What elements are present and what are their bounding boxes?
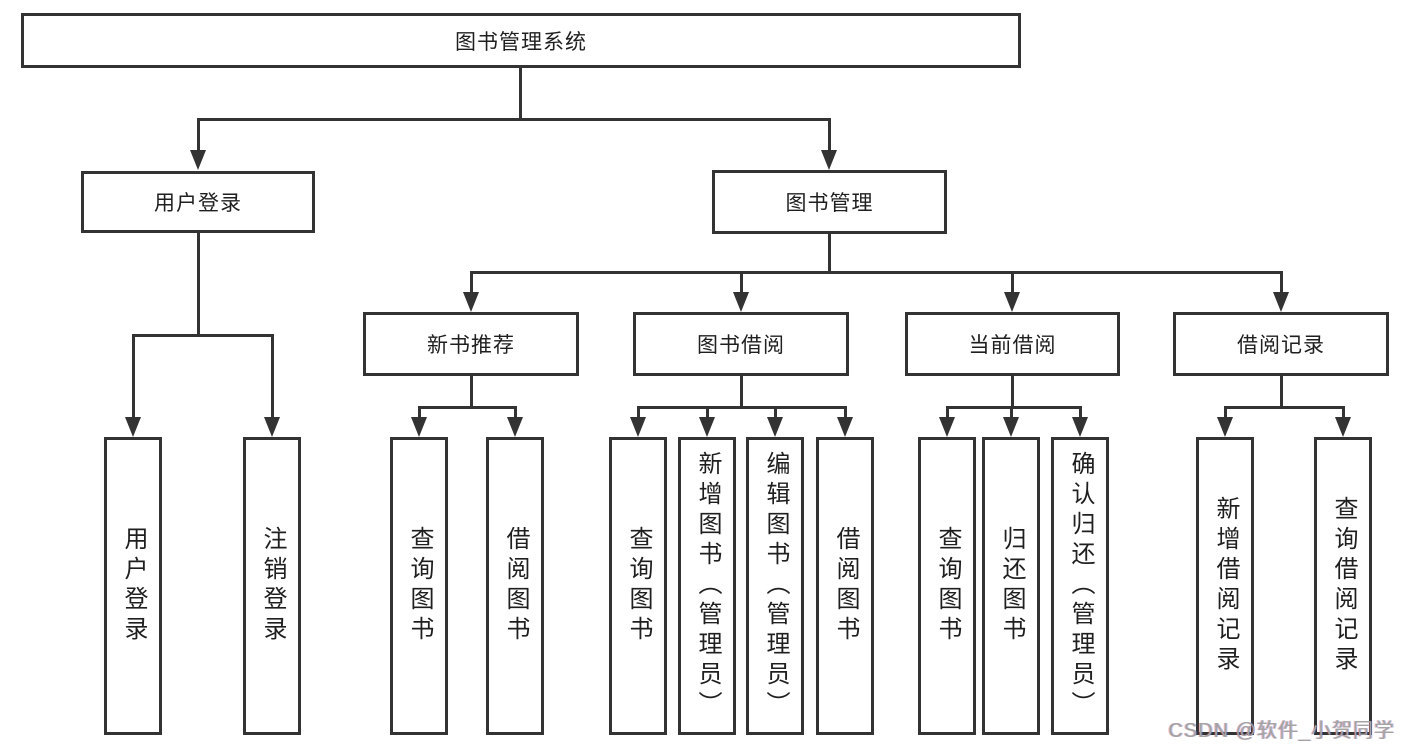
node-root-label: 图书管理系统 (455, 30, 587, 54)
arrow-down-icon (463, 292, 479, 312)
connector-line (470, 271, 1282, 274)
connector-line (197, 118, 200, 152)
leaf-borrow-books-recommend: 借阅图书 (486, 437, 544, 735)
leaf-edit-books-admin: 编辑图书（管理员） (746, 437, 804, 735)
connector-line (1280, 271, 1283, 293)
connector-line (1224, 406, 1227, 418)
connector-line (706, 406, 709, 418)
connector-line (946, 406, 1081, 409)
arrow-down-icon (733, 292, 749, 312)
leaf-confirm-return-admin-label: 确认归还（管理员） (1067, 451, 1094, 721)
leaf-query-books-borrow: 查询图书 (609, 437, 667, 735)
connector-line (271, 334, 274, 418)
node-new-book-recommend: 新书推荐 (363, 312, 579, 376)
node-book-management: 图书管理 (712, 170, 947, 234)
connector-line (946, 406, 949, 418)
leaf-add-books-admin: 新增图书（管理员） (678, 437, 736, 735)
connector-line (828, 234, 831, 273)
leaf-query-books-recommend: 查询图书 (390, 437, 448, 735)
arrow-down-icon (767, 417, 783, 437)
arrow-down-icon (630, 417, 646, 437)
arrow-down-icon (1217, 417, 1233, 437)
arrow-down-icon (1335, 417, 1351, 437)
arrow-down-icon (125, 417, 141, 437)
leaf-query-books-current-label: 查询图书 (934, 526, 961, 646)
leaf-user-login: 用户登录 (104, 437, 162, 735)
connector-line (197, 233, 200, 336)
leaf-add-borrow-record: 新增借阅记录 (1196, 437, 1254, 735)
arrow-down-icon (1072, 417, 1088, 437)
arrow-down-icon (821, 150, 837, 170)
arrow-down-icon (264, 417, 280, 437)
connector-line (418, 406, 516, 409)
connector-line (470, 376, 473, 408)
node-new-book-recommend-label: 新书推荐 (427, 334, 515, 357)
arrow-down-icon (1004, 292, 1020, 312)
arrow-down-icon (411, 417, 427, 437)
arrow-down-icon (837, 417, 853, 437)
connector-line (774, 406, 777, 418)
leaf-logout-label: 注销登录 (259, 526, 286, 646)
arrow-down-icon (507, 417, 523, 437)
arrow-down-icon (190, 150, 206, 170)
leaf-query-books-current: 查询图书 (918, 437, 976, 735)
leaf-add-borrow-record-label: 新增借阅记录 (1212, 496, 1239, 676)
leaf-borrow-books-label: 借阅图书 (832, 526, 859, 646)
connector-line (844, 406, 847, 418)
connector-line (418, 406, 421, 418)
leaf-query-books-recommend-label: 查询图书 (406, 526, 433, 646)
leaf-query-borrow-record-label: 查询借阅记录 (1330, 496, 1357, 676)
leaf-query-books-borrow-label: 查询图书 (625, 526, 652, 646)
node-user-login: 用户登录 (81, 171, 315, 233)
connector-line (132, 334, 135, 418)
connector-line (514, 406, 517, 418)
connector-line (1342, 406, 1345, 418)
connector-line (132, 334, 273, 337)
connector-line (197, 118, 831, 121)
arrow-down-icon (699, 417, 715, 437)
node-root-system: 图书管理系统 (21, 13, 1021, 68)
node-current-borrow-label: 当前借阅 (968, 334, 1057, 357)
leaf-user-login-label: 用户登录 (120, 526, 147, 646)
leaf-query-borrow-record: 查询借阅记录 (1314, 437, 1372, 735)
arrow-down-icon (939, 417, 955, 437)
leaf-add-books-admin-label: 新增图书（管理员） (694, 451, 721, 721)
connector-line (637, 406, 846, 409)
node-borrow-record: 借阅记录 (1173, 312, 1389, 376)
arrow-down-icon (1273, 292, 1289, 312)
leaf-logout: 注销登录 (243, 437, 301, 735)
node-current-borrow: 当前借阅 (905, 312, 1120, 376)
connector-line (828, 118, 831, 152)
node-book-borrow: 图书借阅 (633, 312, 849, 376)
connector-line (1280, 376, 1283, 408)
connector-line (1079, 406, 1082, 418)
leaf-edit-books-admin-label: 编辑图书（管理员） (762, 451, 789, 721)
node-borrow-record-label: 借阅记录 (1237, 334, 1325, 357)
leaf-confirm-return-admin: 确认归还（管理员） (1051, 437, 1109, 735)
leaf-return-books-label: 归还图书 (998, 526, 1025, 646)
node-book-borrow-label: 图书借阅 (697, 334, 785, 357)
connector-line (1010, 406, 1013, 418)
connector-line (637, 406, 640, 418)
connector-line (470, 271, 473, 293)
node-user-login-label: 用户登录 (154, 192, 242, 215)
leaf-return-books: 归还图书 (982, 437, 1040, 735)
watermark: CSDN @软件_小贺同学 (1168, 720, 1395, 742)
node-book-management-label: 图书管理 (785, 192, 874, 215)
leaf-borrow-books: 借阅图书 (816, 437, 874, 735)
connector-line (740, 376, 743, 408)
connector-line (1011, 271, 1014, 293)
leaf-borrow-books-recommend-label: 借阅图书 (502, 526, 529, 646)
connector-line (1224, 406, 1344, 409)
connector-line (519, 68, 522, 120)
connector-line (740, 271, 743, 293)
arrow-down-icon (1003, 417, 1019, 437)
connector-line (1011, 376, 1014, 408)
